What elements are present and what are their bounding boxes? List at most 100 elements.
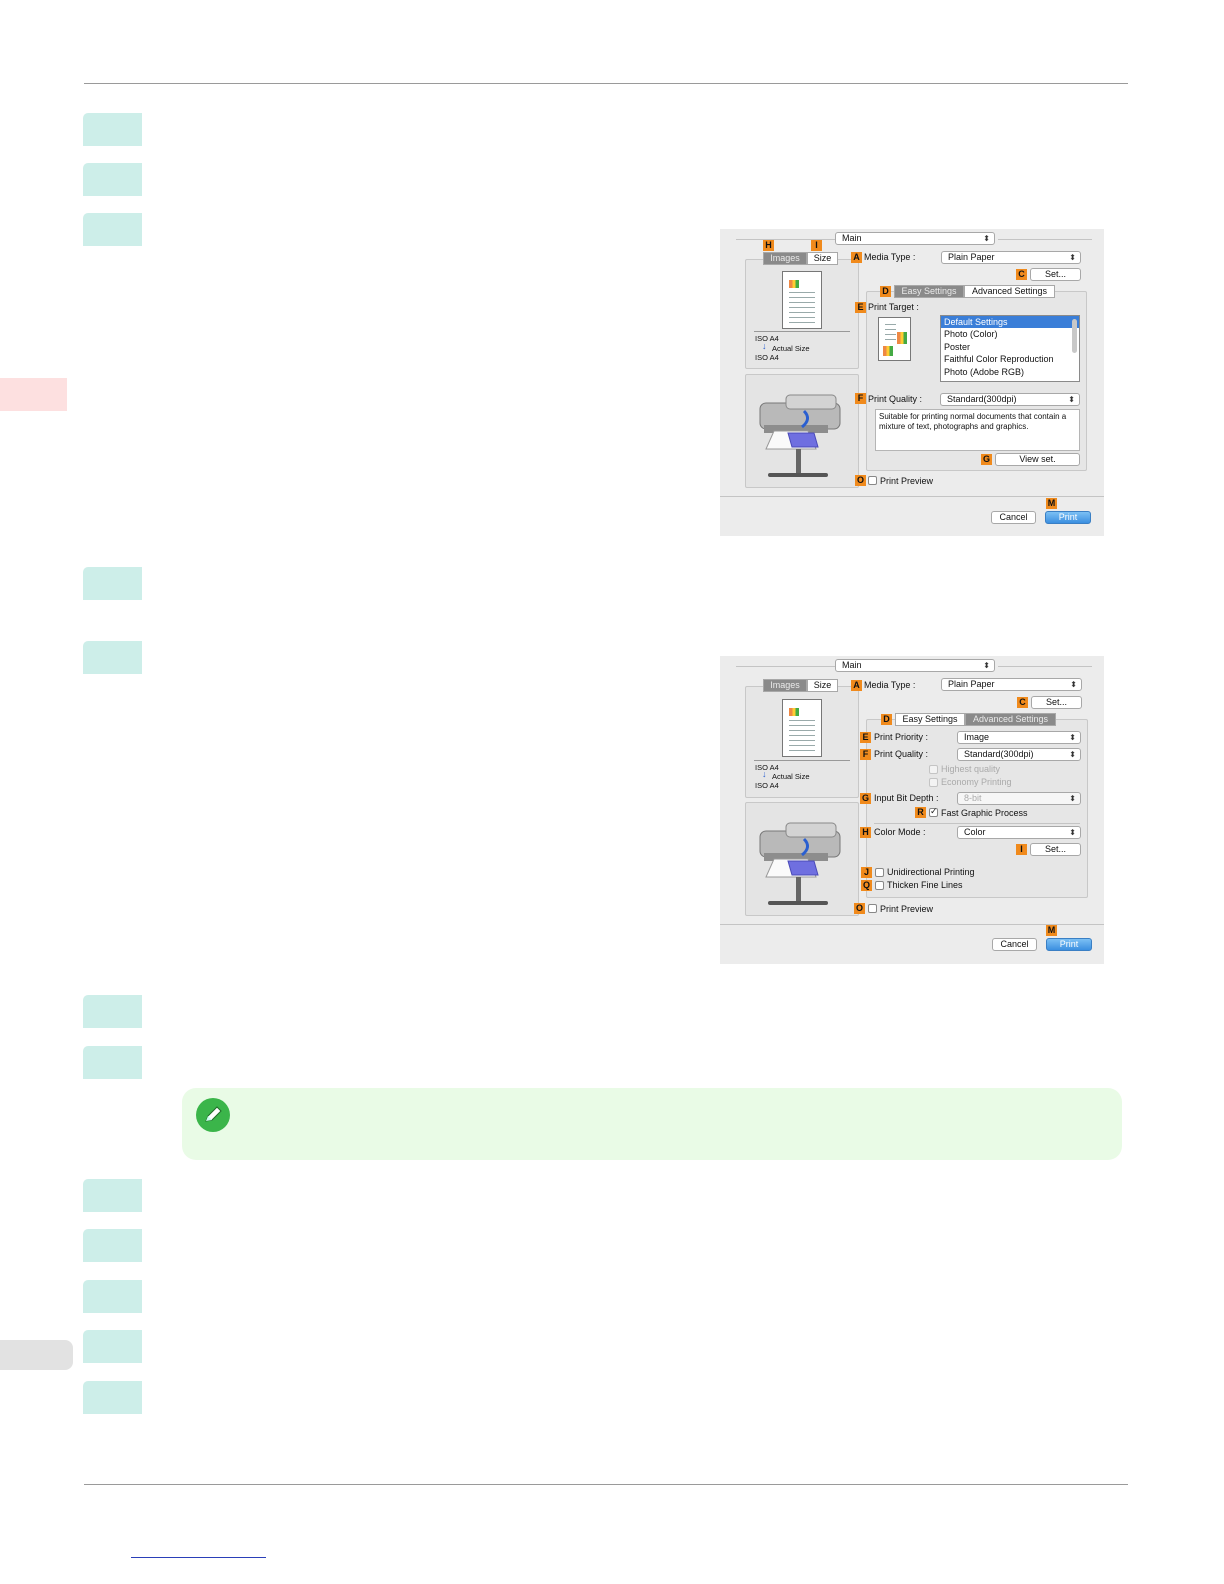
economy-printing-checkbox[interactable] [929, 778, 938, 787]
step-marker [83, 163, 142, 196]
print-target-list[interactable]: Default Settings Photo (Color) Poster Fa… [940, 315, 1080, 382]
badge-c: C [1016, 269, 1027, 280]
print-dialog-easy-settings: Main⬍ H I Images Size ISO A4 ↓ Actual Si… [720, 229, 1104, 536]
badge-a: A [851, 252, 862, 263]
badge-c: C [1017, 697, 1028, 708]
paper-to: ISO A4 [755, 353, 779, 362]
print-quality-select[interactable]: Standard(300dpi)⬍ [940, 393, 1080, 406]
media-type-select[interactable]: Plain Paper⬍ [941, 678, 1082, 691]
tab-advanced-settings[interactable]: Advanced Settings [964, 285, 1055, 298]
print-quality-label: Print Quality : [874, 749, 929, 759]
highest-quality-checkbox[interactable] [929, 765, 938, 774]
badge-o: O [855, 475, 866, 486]
print-quality-select[interactable]: Standard(300dpi)⬍ [957, 748, 1081, 761]
step-marker [83, 113, 142, 146]
color-mode-label: Color Mode : [874, 827, 926, 837]
step-marker [83, 1381, 142, 1414]
step-marker [83, 1229, 142, 1262]
tab-advanced-settings[interactable]: Advanced Settings [965, 713, 1056, 726]
print-priority-select[interactable]: Image⬍ [957, 731, 1081, 744]
fast-graphic-checkbox[interactable] [929, 806, 938, 817]
highest-quality-label: Highest quality [941, 764, 1001, 774]
list-item[interactable]: Default Settings [941, 316, 1079, 329]
step-marker [83, 213, 142, 246]
tab-easy-settings[interactable]: Easy Settings [895, 713, 965, 726]
step-marker [83, 1046, 142, 1079]
input-bit-depth-select[interactable]: 8-bit⬍ [957, 792, 1081, 805]
footer-rule [84, 1484, 1128, 1485]
unidirectional-label: Unidirectional Printing [887, 867, 975, 877]
badge-i: I [1016, 844, 1027, 855]
panel-menu-select[interactable]: Main⬍ [835, 232, 995, 245]
print-preview-label: Print Preview [880, 476, 934, 486]
side-tab-footer[interactable] [0, 1340, 73, 1370]
step-marker [83, 641, 142, 674]
cancel-button[interactable]: Cancel [992, 938, 1037, 951]
media-type-label: Media Type : [864, 680, 916, 690]
fast-graphic-label: Fast Graphic Process [941, 808, 1028, 818]
paper-preview [782, 271, 822, 329]
badge-f: F [855, 393, 866, 404]
unidirectional-checkbox[interactable] [875, 868, 884, 877]
media-type-label: Media Type : [864, 252, 916, 262]
print-quality-description: Suitable for printing normal documents t… [875, 409, 1080, 451]
step-marker [83, 1280, 142, 1313]
list-scrollbar[interactable] [1072, 319, 1077, 353]
printer-image-panel [745, 802, 859, 916]
media-type-select[interactable]: Plain Paper⬍ [941, 251, 1081, 264]
note-box [182, 1088, 1122, 1160]
list-item[interactable]: Photo (Adobe RGB) [944, 366, 1025, 377]
tab-images[interactable]: Images [763, 252, 807, 265]
print-button[interactable]: Print [1046, 938, 1092, 951]
header-rule [84, 83, 1128, 84]
print-quality-label: Print Quality : [868, 394, 923, 404]
media-set-button[interactable]: Set... [1031, 696, 1082, 709]
badge-m: M [1046, 498, 1057, 509]
print-button[interactable]: Print [1045, 511, 1091, 524]
badge-h: H [860, 827, 871, 838]
large-format-printer-icon [759, 822, 841, 905]
list-item[interactable]: Faithful Color Reproduction [944, 354, 1054, 365]
badge-m: M [1046, 925, 1057, 936]
economy-printing-label: Economy Printing [941, 777, 1012, 787]
color-mode-select[interactable]: Color⬍ [957, 826, 1081, 839]
print-priority-label: Print Priority : [874, 732, 929, 742]
badge-i: I [811, 240, 822, 251]
badge-j: J [861, 867, 872, 878]
paper-to: ISO A4 [755, 781, 779, 790]
panel-menu-select[interactable]: Main⬍ [835, 659, 995, 672]
media-set-button[interactable]: Set... [1030, 268, 1081, 281]
badge-a: A [851, 680, 862, 691]
badge-q: Q [861, 880, 872, 891]
tab-images[interactable]: Images [763, 679, 807, 692]
view-set-button[interactable]: View set. [995, 453, 1080, 466]
step-marker [83, 1330, 142, 1363]
badge-o: O [854, 903, 865, 914]
print-dialog-advanced-settings: Main⬍ Images Size ISO A4 ↓ Actual Size I… [720, 656, 1104, 964]
footer-link-underline[interactable] [131, 1557, 266, 1558]
paper-from: ISO A4 [755, 334, 779, 343]
cancel-button[interactable]: Cancel [991, 511, 1036, 524]
step-marker [83, 995, 142, 1028]
list-item[interactable]: Poster [944, 341, 971, 352]
tab-size[interactable]: Size [807, 252, 838, 265]
step-marker [83, 567, 142, 600]
step-marker [83, 1179, 142, 1212]
print-preview-checkbox[interactable] [868, 904, 877, 913]
print-preview-checkbox[interactable] [868, 476, 877, 485]
tab-size[interactable]: Size [807, 679, 838, 692]
color-set-button[interactable]: Set... [1030, 843, 1081, 856]
printer-image-panel [745, 374, 859, 488]
side-tab-current-chapter[interactable] [0, 378, 67, 411]
badge-f: F [860, 749, 871, 760]
badge-g: G [981, 454, 992, 465]
list-item[interactable]: Photo (Color) [944, 329, 998, 340]
paper-from: ISO A4 [755, 763, 779, 772]
badge-r: R [915, 807, 926, 818]
pencil-note-icon [196, 1098, 230, 1132]
thicken-checkbox[interactable] [875, 881, 884, 890]
print-target-thumbnail [878, 317, 911, 361]
tab-easy-settings[interactable]: Easy Settings [894, 285, 964, 298]
badge-d: D [881, 714, 892, 725]
badge-e: E [860, 732, 871, 743]
